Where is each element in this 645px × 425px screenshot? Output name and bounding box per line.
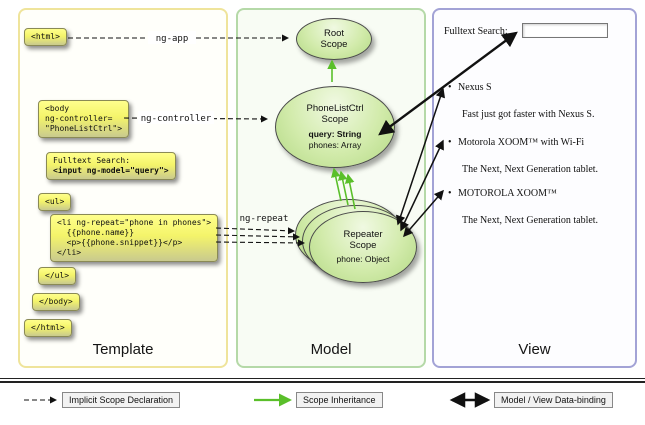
view-item-title: Motorola XOOM™ with Wi-Fi <box>458 137 585 148</box>
legend-divider <box>0 378 645 383</box>
code-ul-open: <ul> <box>38 193 72 211</box>
model-panel: Root Scope PhoneListCtrl Scope query: St… <box>236 8 426 368</box>
legend-scope-inheritance-label: Scope Inheritance <box>296 392 383 408</box>
phonelistctrl-phones-field: phones: Array <box>308 140 362 150</box>
code-body-open: <body ng-controller= "PhoneListCtrl"> <box>38 100 130 138</box>
view-item-title: MOTOROLA XOOM™ <box>458 188 557 199</box>
phonelistctrl-scope-title: PhoneListCtrl Scope <box>306 103 364 125</box>
bullet-icon: • <box>448 137 452 148</box>
bullet-icon: • <box>448 82 452 93</box>
legend-data-binding-label: Model / View Data-binding <box>494 392 613 408</box>
view-item-description: The Next, Next Generation tablet. <box>462 164 599 175</box>
model-panel-label: Model <box>310 341 352 358</box>
code-fulltext-label: Fulltext Search: <box>53 156 131 165</box>
repeater-scope-title: Repeater Scope <box>343 229 383 251</box>
bullet-icon: • <box>448 188 452 199</box>
view-panel-label: View <box>518 341 551 358</box>
fulltext-search-input[interactable] <box>522 23 608 38</box>
view-item-title: Nexus S <box>458 82 492 93</box>
template-panel-label: Template <box>92 341 154 358</box>
view-item-description: The Next, Next Generation tablet. <box>462 215 599 226</box>
view-item-description: Fast just got faster with Nexus S. <box>462 109 595 120</box>
root-scope-title: Root Scope <box>320 28 348 50</box>
view-fulltext-label: Fulltext Search: <box>444 26 508 37</box>
code-fulltext: Fulltext Search: <input ng-model="query"… <box>46 152 176 180</box>
repeater-phone-field: phone: Object <box>336 254 390 264</box>
phonelistctrl-query-field: query: String <box>308 129 362 139</box>
code-ul-close: </ul> <box>38 267 77 285</box>
view-panel: Fulltext Search: • Nexus S Fast just got… <box>432 8 637 368</box>
root-scope-ellipse: Root Scope <box>296 18 372 60</box>
code-html-close: </html> <box>24 319 72 337</box>
repeater-scope-ellipse-front: Repeater Scope phone: Object <box>309 211 417 283</box>
code-li-repeat: <li ng-repeat="phone in phones"> {{phone… <box>50 214 219 262</box>
template-panel: <html> <body ng-controller= "PhoneListCt… <box>18 8 228 368</box>
code-fulltext-input: <input ng-model="query"> <box>53 166 169 175</box>
code-body-close: </body> <box>32 293 80 311</box>
code-html-open: <html> <box>24 28 67 46</box>
phonelistctrl-scope-ellipse: PhoneListCtrl Scope query: String phones… <box>275 86 395 168</box>
legend-implicit-scope-label: Implicit Scope Declaration <box>62 392 181 408</box>
